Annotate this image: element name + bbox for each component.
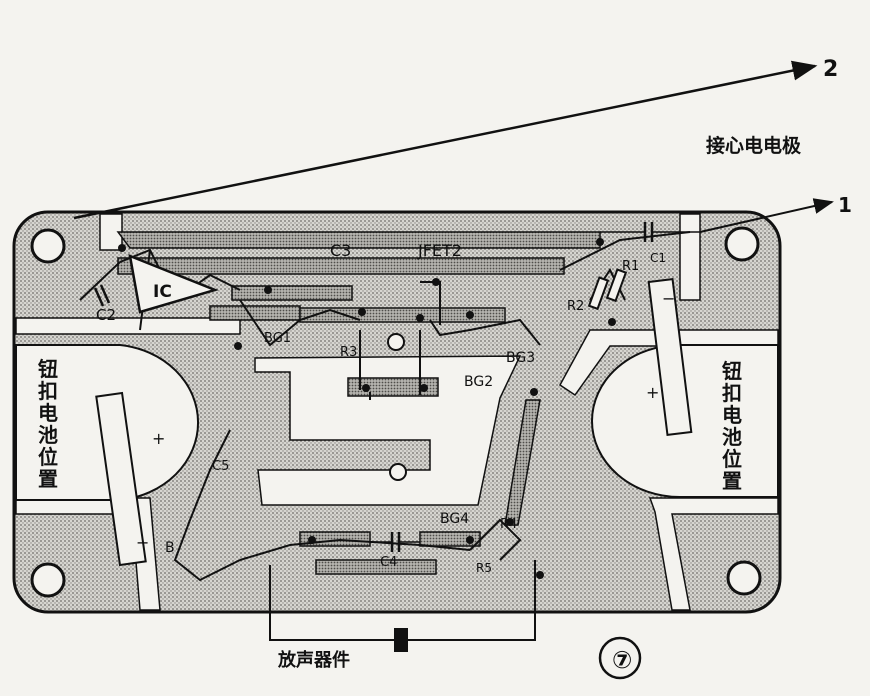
resistor-symbols <box>587 268 628 311</box>
label-c2: C2 <box>96 306 116 324</box>
figure-number-circle <box>598 636 642 680</box>
label-bg4: BG4 <box>440 511 469 527</box>
label-bg3: BG3 <box>506 350 535 366</box>
label-jfet: JFET2 <box>417 241 462 260</box>
leader-arrow-2 <box>73 60 818 220</box>
label-c4: C4 <box>380 555 397 570</box>
left-battery-char: 扣 <box>38 379 58 403</box>
ic-amplifier-symbol <box>128 254 219 314</box>
label-c1: C1 <box>650 251 666 265</box>
label-r5: R5 <box>476 561 492 575</box>
mount-hole-bottom-right <box>726 560 762 596</box>
solder-pads <box>118 238 616 579</box>
electrode-caption: 接心电电极 <box>706 134 802 157</box>
label-minus-right: − <box>662 289 675 308</box>
left-battery-char: 钮 <box>37 357 58 381</box>
mount-hole-bottom-left <box>30 562 66 598</box>
left-battery-char: 位 <box>38 445 58 469</box>
left-battery-char: 置 <box>38 467 58 491</box>
speaker-caption: 放声器件 <box>277 649 350 671</box>
left-battery-label: 钮 扣 电 池 位 置 <box>37 357 58 491</box>
label-r2: R2 <box>567 299 584 314</box>
label-minus-left: − <box>136 533 149 552</box>
mount-hole-top-left <box>30 228 66 264</box>
callout-1-label: 1 <box>838 193 852 217</box>
right-battery-char: 钮 <box>721 359 742 383</box>
label-r3: R3 <box>340 345 357 360</box>
label-r1: R1 <box>622 259 639 274</box>
right-battery-char: 扣 <box>722 381 742 405</box>
right-battery-char: 位 <box>722 447 742 471</box>
speaker-symbol <box>394 628 408 652</box>
right-battery-contact <box>647 277 693 437</box>
label-b: B <box>165 540 175 556</box>
label-plus-right: + <box>646 383 659 402</box>
label-bg1: BG1 <box>264 331 291 346</box>
label-bg2: BG2 <box>464 374 493 390</box>
label-c5: C5 <box>212 459 229 474</box>
capacitor-symbols <box>93 222 654 552</box>
left-battery-char: 池 <box>38 423 58 447</box>
label-ic: IC <box>153 282 172 302</box>
callout-2-label: 2 <box>823 57 838 82</box>
leader-arrow-1 <box>699 198 834 233</box>
label-r4: R4 <box>500 517 517 532</box>
right-battery-char: 置 <box>722 469 742 493</box>
figure-number: ⑦ <box>612 646 632 674</box>
left-battery-char: 电 <box>38 401 58 425</box>
right-battery-char: 池 <box>722 425 742 449</box>
label-plus-left: + <box>152 429 165 448</box>
right-battery-label: 钮 扣 电 池 位 置 <box>721 359 742 493</box>
copper-traces <box>116 231 601 575</box>
left-battery-contact <box>95 391 147 567</box>
label-c3: C3 <box>330 241 351 260</box>
component-labels: C3 JFET2 IC C2 C1 R1 R2 R3 R4 R5 BG1 BG2… <box>96 241 675 575</box>
right-battery-char: 电 <box>722 403 742 427</box>
mount-hole-top-right <box>724 226 760 262</box>
insulation-channels <box>15 213 779 611</box>
center-cutout <box>254 355 522 506</box>
